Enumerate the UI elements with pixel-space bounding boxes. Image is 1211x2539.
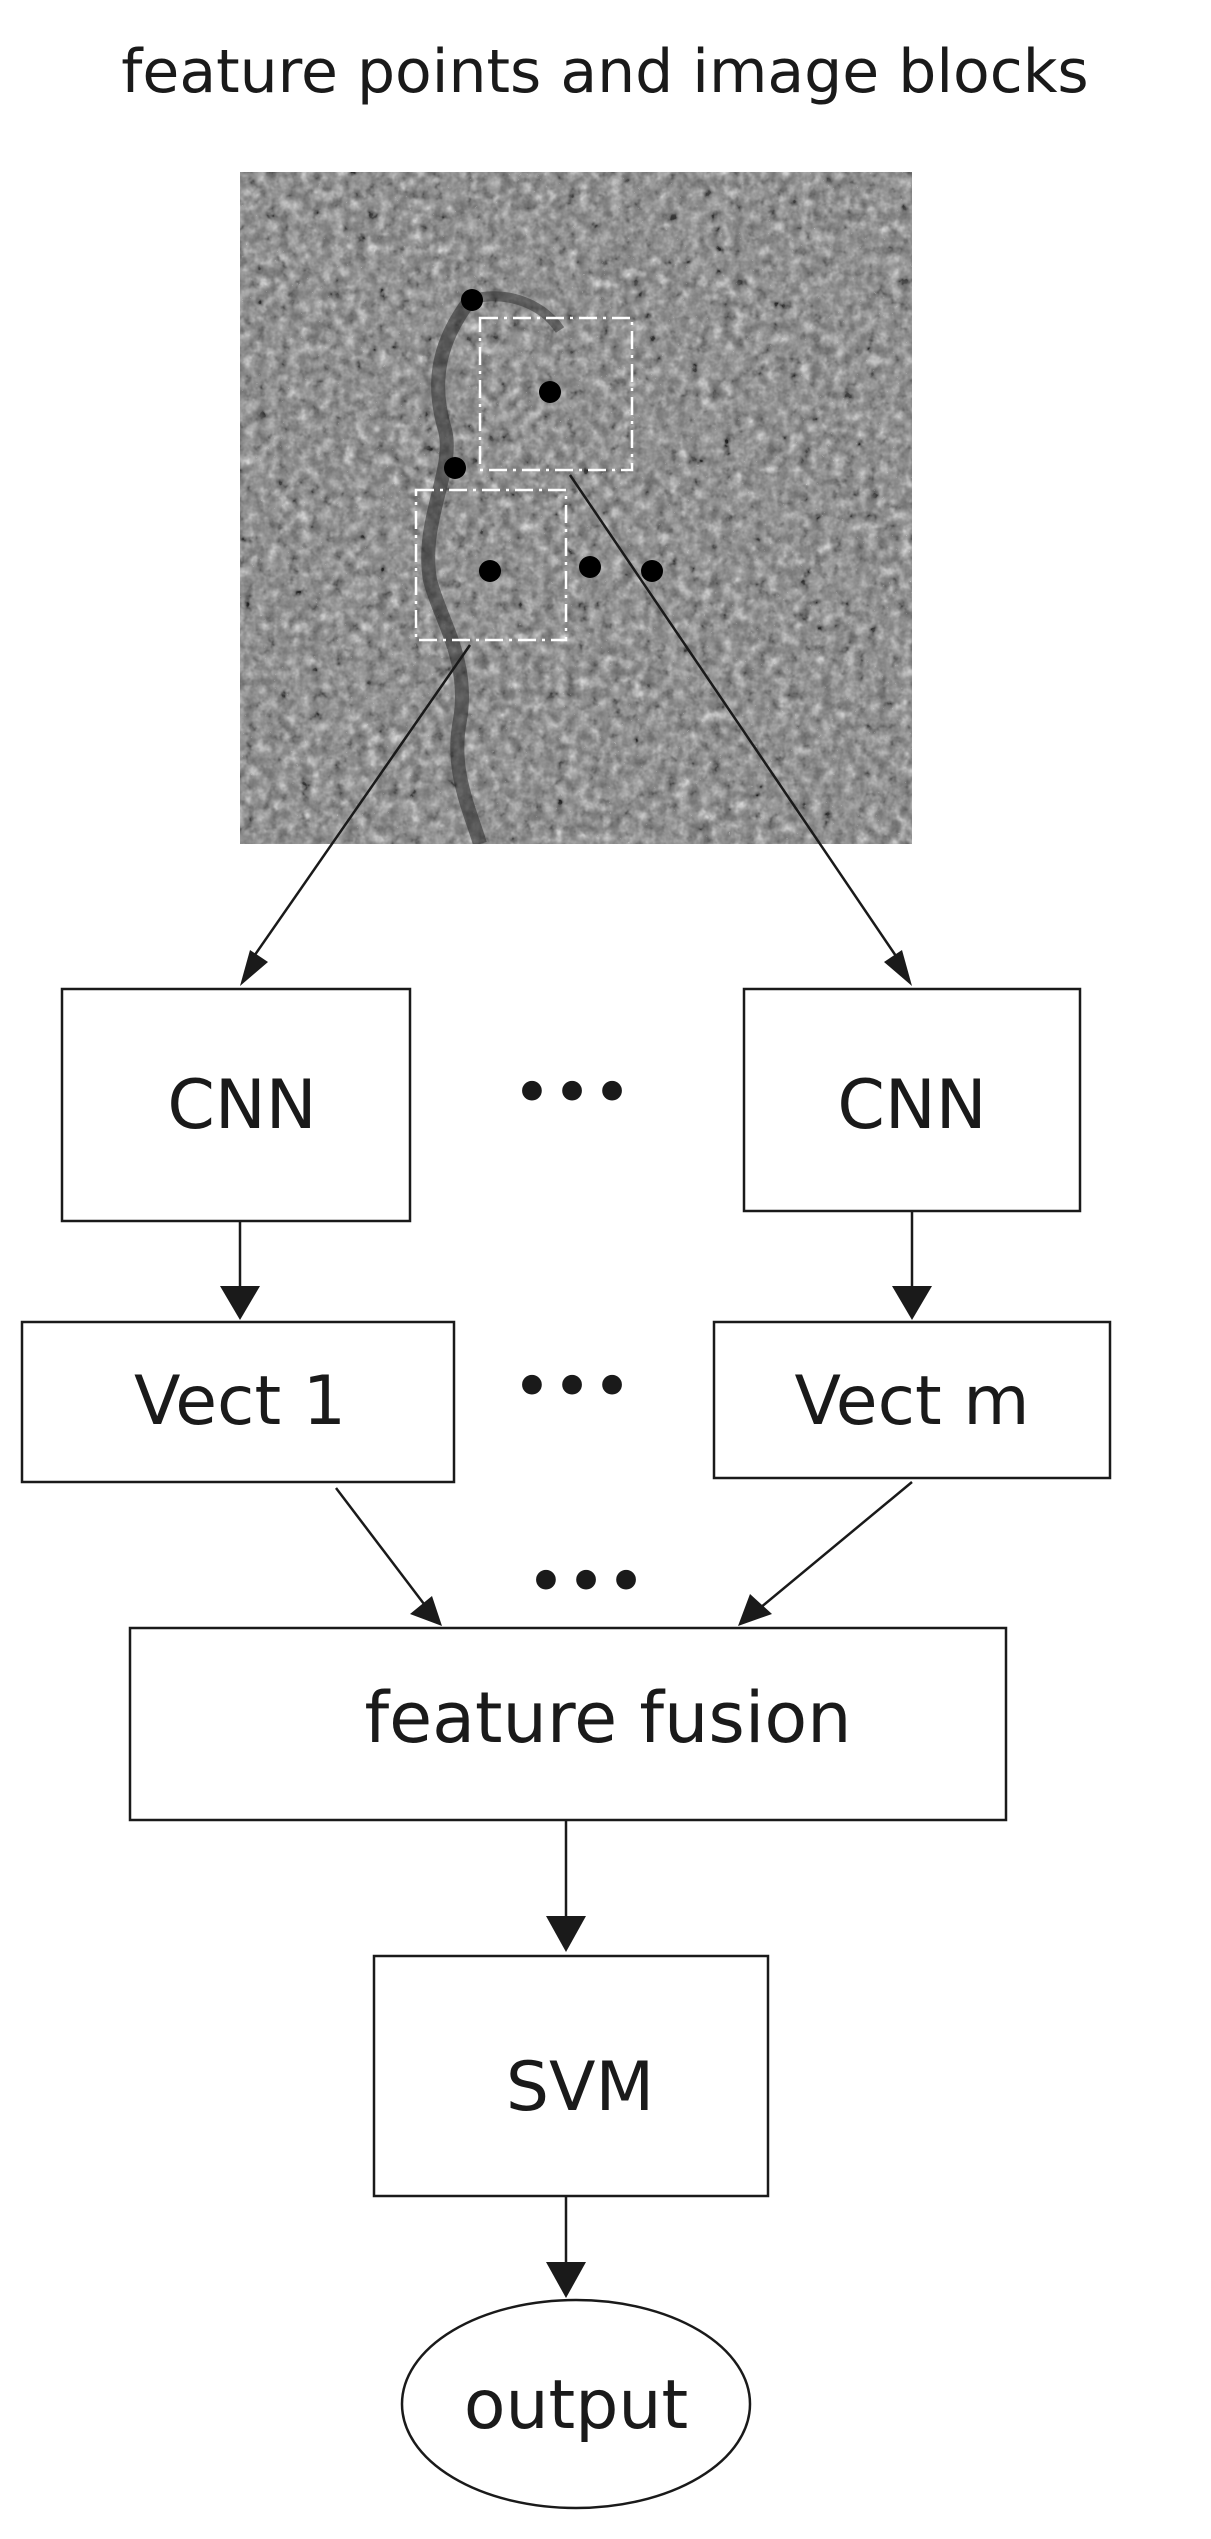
diagram-title: feature points and image blocks (121, 37, 1088, 107)
feature-points (444, 289, 663, 582)
arrow-vect-left-to-fusion (335, 1487, 425, 1605)
feature-point (461, 289, 483, 311)
vect-right-box (712, 1320, 1112, 1480)
feature-point (539, 381, 561, 403)
arrow-head (738, 1594, 772, 1626)
vect-right-label: Vect m (795, 1362, 1030, 1441)
cnn-right-box (742, 987, 1082, 1213)
output-label: output (464, 2366, 688, 2445)
texture-image (240, 172, 912, 844)
arrow-head (410, 1596, 442, 1626)
feature-point (641, 560, 663, 582)
arrow-head (240, 950, 268, 986)
cnn-right-label: CNN (837, 1066, 986, 1145)
feature-point (479, 560, 501, 582)
vect-row-ellipsis: ••• (512, 1348, 632, 1427)
feature-point (579, 556, 601, 578)
arrow-head (884, 950, 912, 986)
vect-left-label: Vect 1 (134, 1362, 346, 1441)
feature-point (444, 457, 466, 479)
vect-left-box (20, 1320, 456, 1484)
output-node (400, 2298, 752, 2510)
arrow-head (546, 1916, 586, 1952)
svm-label: SVM (506, 2048, 654, 2127)
svm-box (372, 1954, 770, 2198)
fusion-row-ellipsis: ••• (526, 1543, 646, 1622)
cnn-left-label: CNN (167, 1066, 316, 1145)
cnn-left-box (60, 987, 412, 1223)
arrow-head (546, 2262, 586, 2298)
arrow-roi-to-cnn-right (568, 474, 902, 963)
feature-fusion-box (128, 1626, 1008, 1822)
feature-fusion-label: feature fusion (364, 1677, 851, 1759)
arrow-head (892, 1286, 932, 1320)
arrow-head (220, 1286, 260, 1320)
roi-box-bottom (414, 488, 568, 642)
cnn-row-ellipsis: ••• (512, 1054, 632, 1133)
roi-box-top (478, 316, 634, 472)
arrow-roi-to-cnn-left (248, 644, 472, 963)
arrow-vect-right-to-fusion (759, 1481, 913, 1609)
